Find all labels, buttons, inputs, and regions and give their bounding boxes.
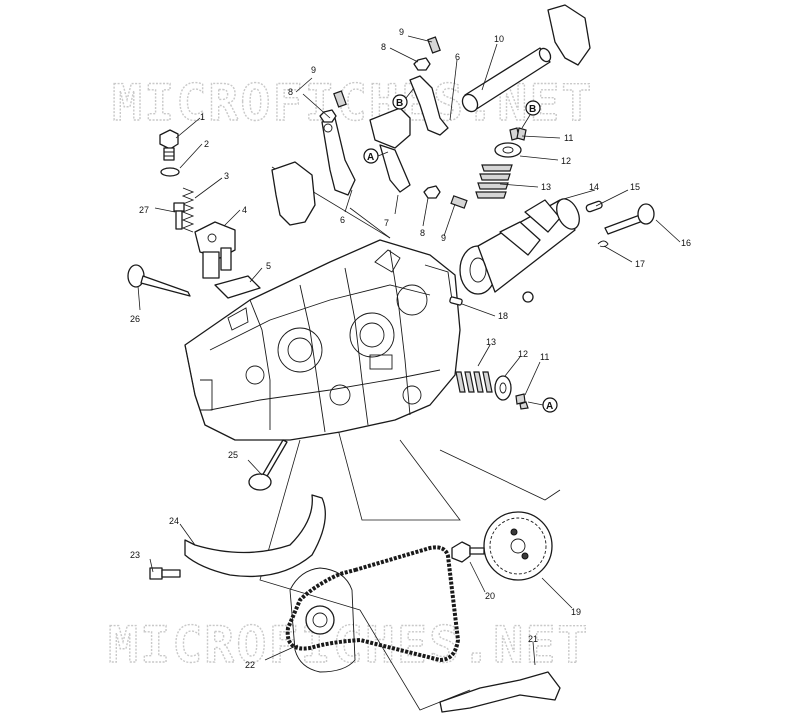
svg-text:A: A	[367, 152, 374, 163]
valve-collets-lower	[515, 393, 529, 410]
exhaust-valve	[248, 439, 288, 491]
cam-sprocket	[483, 511, 553, 581]
callout-8-left: 8	[288, 87, 293, 97]
valve-spring-lower	[455, 371, 493, 393]
callout-9-left: 9	[311, 65, 316, 75]
tensioner-gasket	[214, 275, 261, 299]
reference-mark-b-upper: B	[392, 87, 415, 110]
reference-mark-a-lower: A	[542, 397, 558, 413]
lock-nut-upper	[413, 57, 431, 71]
callout-18: 18	[498, 311, 508, 321]
callout-25: 25	[228, 450, 238, 460]
callout-26: 26	[130, 314, 140, 324]
sealing-washer	[160, 167, 180, 177]
cylinder-head	[184, 239, 461, 441]
callout-labels: 1 2 3 4 5 6 6 7 8 8 8 9 9 9 10 11 11 12 …	[130, 27, 691, 670]
callout-6-left: 6	[340, 215, 345, 225]
callout-13-upper: 13	[541, 182, 551, 192]
adjusting-screw-center	[450, 195, 468, 209]
rocker-arm-left	[321, 117, 356, 196]
callout-11-upper: 11	[564, 133, 573, 143]
lock-nut-center	[423, 185, 441, 199]
plug-bolt	[159, 129, 179, 161]
chain-guide	[184, 494, 326, 578]
callout-22: 22	[245, 660, 255, 670]
leader-lines	[137, 35, 681, 666]
callout-2: 2	[204, 139, 209, 149]
sprocket-bolt	[451, 541, 485, 563]
callout-23: 23	[130, 550, 140, 560]
svg-text:A: A	[546, 401, 553, 412]
valve-retainer-upper	[494, 142, 522, 158]
callout-13-lower: 13	[486, 337, 496, 347]
callout-21: 21	[528, 634, 538, 644]
callout-11-lower: 11	[540, 352, 549, 362]
callout-3: 3	[224, 171, 229, 181]
callout-27: 27	[139, 205, 149, 215]
valve-retainer-lower	[494, 375, 512, 401]
intake-valve	[127, 264, 191, 297]
rocker-bracket-left	[271, 161, 316, 226]
watermark-bottom: MICROFICHES.NET	[108, 616, 590, 674]
callout-10: 10	[494, 34, 504, 44]
camshaft	[459, 198, 580, 295]
callout-7: 7	[384, 218, 389, 228]
rocker-shaft	[461, 47, 552, 113]
callout-16: 16	[681, 238, 691, 248]
rocker-arm-center	[369, 107, 411, 193]
camshaft-dowel	[585, 200, 603, 213]
adjusting-screw-left	[333, 90, 347, 108]
retaining-clip	[597, 240, 609, 248]
reference-mark-a-upper: A	[363, 148, 389, 164]
callout-12-upper: 12	[561, 156, 571, 166]
watermark-top: MICROFICHES.NET	[112, 74, 594, 132]
decompression-shaft	[604, 203, 655, 235]
crankcase-outline	[289, 567, 356, 673]
reference-marks: A A B B	[363, 87, 558, 413]
callout-1: 1	[200, 112, 205, 122]
callout-5: 5	[266, 261, 271, 271]
callout-9-upper: 9	[399, 27, 404, 37]
callout-9-center: 9	[441, 233, 446, 243]
guide-bolt	[149, 567, 181, 580]
callout-19: 19	[571, 607, 581, 617]
callout-20: 20	[485, 591, 495, 601]
callout-4: 4	[242, 205, 247, 215]
crank-sprocket	[305, 605, 335, 635]
valve-collets-upper	[509, 127, 527, 141]
chain-guide-lower	[439, 671, 561, 713]
timing-chain	[285, 545, 461, 663]
svg-text:B: B	[396, 98, 403, 109]
callout-17: 17	[635, 259, 645, 269]
callout-6-upper: 6	[455, 52, 460, 62]
callout-8-center: 8	[420, 228, 425, 238]
valve-spring-upper	[475, 164, 513, 199]
reference-mark-b-right: B	[521, 100, 541, 129]
locating-pin	[449, 296, 463, 306]
tensioner-bolt	[173, 202, 185, 230]
rocker-bracket-right	[547, 4, 591, 66]
svg-text:B: B	[529, 104, 536, 115]
adjusting-screw-upper	[427, 36, 441, 54]
chain-tensioner	[194, 221, 236, 279]
callout-12-lower: 12	[518, 349, 528, 359]
callout-8-upper: 8	[381, 42, 386, 52]
tensioner-spring	[181, 187, 195, 233]
callout-15: 15	[630, 182, 640, 192]
callout-14: 14	[589, 182, 599, 192]
camshaft-plug	[522, 291, 534, 303]
callout-24: 24	[169, 516, 179, 526]
rocker-arm-upper	[409, 75, 449, 136]
